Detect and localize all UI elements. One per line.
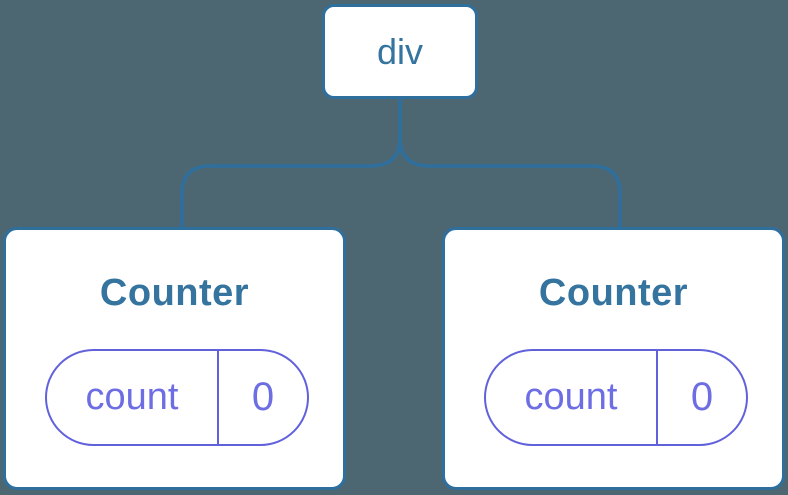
state-pill: count 0: [45, 349, 309, 446]
root-node: div: [322, 4, 478, 99]
state-pill: count 0: [484, 349, 748, 446]
component-title: Counter: [99, 272, 250, 314]
state-value: 0: [690, 375, 714, 419]
counter-card-right: Counter count 0: [442, 227, 785, 490]
counter-card-left: Counter count 0: [3, 227, 346, 490]
state-key: count: [486, 351, 658, 444]
state-key: count: [47, 351, 219, 444]
state-value: 0: [251, 375, 275, 419]
connector-right-branch: [398, 96, 622, 230]
connector-left-branch: [180, 96, 402, 230]
component-title: Counter: [538, 272, 689, 314]
root-node-label: div: [376, 30, 424, 72]
